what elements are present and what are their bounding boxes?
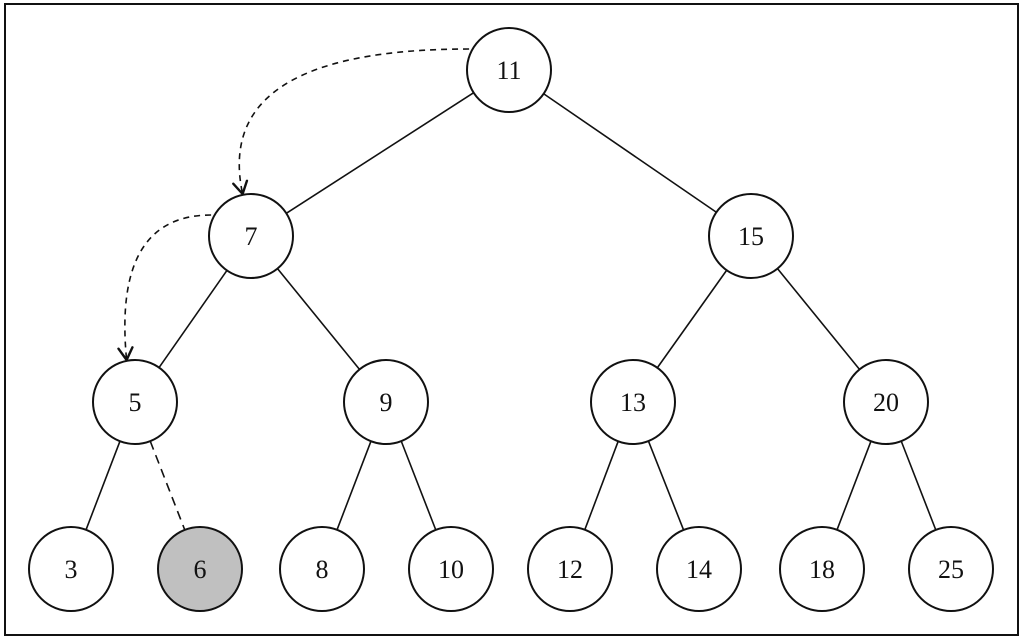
tree-node-11: 11 <box>466 27 552 113</box>
node-circle <box>908 526 994 612</box>
node-label: 25 <box>938 555 964 584</box>
edge-n5-n3 <box>85 440 121 531</box>
node-circle <box>843 359 929 445</box>
node-circle <box>28 526 114 612</box>
edge-n9-n10 <box>400 440 437 531</box>
node-circle <box>208 193 294 279</box>
diagram-frame <box>4 3 1019 636</box>
search-arrow-n7-n5 <box>124 214 212 361</box>
node-circle <box>343 359 429 445</box>
tree-node-5: 5 <box>92 359 178 445</box>
node-label: 11 <box>496 56 521 85</box>
node-label: 5 <box>129 388 142 417</box>
tree-node-14: 14 <box>656 526 742 612</box>
edge-n20-n25 <box>900 440 937 531</box>
edge-n11-n15 <box>543 93 717 213</box>
node-circle <box>656 526 742 612</box>
node-circle <box>408 526 494 612</box>
edge-n20-n18 <box>836 440 872 531</box>
edge-n7-n9 <box>276 268 361 370</box>
tree-node-12: 12 <box>527 526 613 612</box>
node-label: 7 <box>245 222 258 251</box>
node-circle <box>590 359 676 445</box>
tree-node-13: 13 <box>590 359 676 445</box>
edge-n9-n8 <box>336 440 372 531</box>
node-label: 10 <box>438 555 464 584</box>
node-circle <box>92 359 178 445</box>
tree-node-25: 25 <box>908 526 994 612</box>
node-label: 9 <box>380 388 393 417</box>
edge-n13-n12 <box>584 441 619 530</box>
tree-node-15: 15 <box>708 193 794 279</box>
tree-node-9: 9 <box>343 359 429 445</box>
node-label: 14 <box>686 555 712 584</box>
tree-node-6: 6 <box>157 526 243 612</box>
node-circle <box>466 27 552 113</box>
search-arrow-n11-n7 <box>238 48 470 195</box>
tree-node-8: 8 <box>279 526 365 612</box>
node-label: 6 <box>194 555 207 584</box>
node-circle <box>157 526 243 612</box>
search-arrowhead-n7 <box>232 179 249 196</box>
node-label: 18 <box>809 555 835 584</box>
node-label: 20 <box>873 388 899 417</box>
tree-node-20: 20 <box>843 359 929 445</box>
node-circle <box>279 526 365 612</box>
edge-n7-n5 <box>158 269 228 369</box>
node-circle <box>527 526 613 612</box>
node-circle <box>708 193 794 279</box>
edge-n15-n20 <box>776 268 861 370</box>
tree-node-18: 18 <box>779 526 865 612</box>
node-label: 8 <box>316 555 329 584</box>
node-label: 13 <box>620 388 646 417</box>
node-label: 15 <box>738 222 764 251</box>
edge-n15-n13 <box>656 269 728 369</box>
edge-n13-n14 <box>647 440 685 531</box>
node-circle <box>779 526 865 612</box>
edges-layer <box>85 92 937 531</box>
edge-n11-n7 <box>285 92 475 214</box>
search-path-layer <box>117 48 470 362</box>
tree-node-3: 3 <box>28 526 114 612</box>
tree-node-7: 7 <box>208 193 294 279</box>
node-label: 3 <box>65 555 78 584</box>
edge-n5-n6 <box>149 440 186 531</box>
nodes-layer: 11 7 15 5 9 13 20 3 6 8 10 12 14 18 25 <box>28 27 994 612</box>
tree-node-10: 10 <box>408 526 494 612</box>
node-label: 12 <box>557 555 583 584</box>
